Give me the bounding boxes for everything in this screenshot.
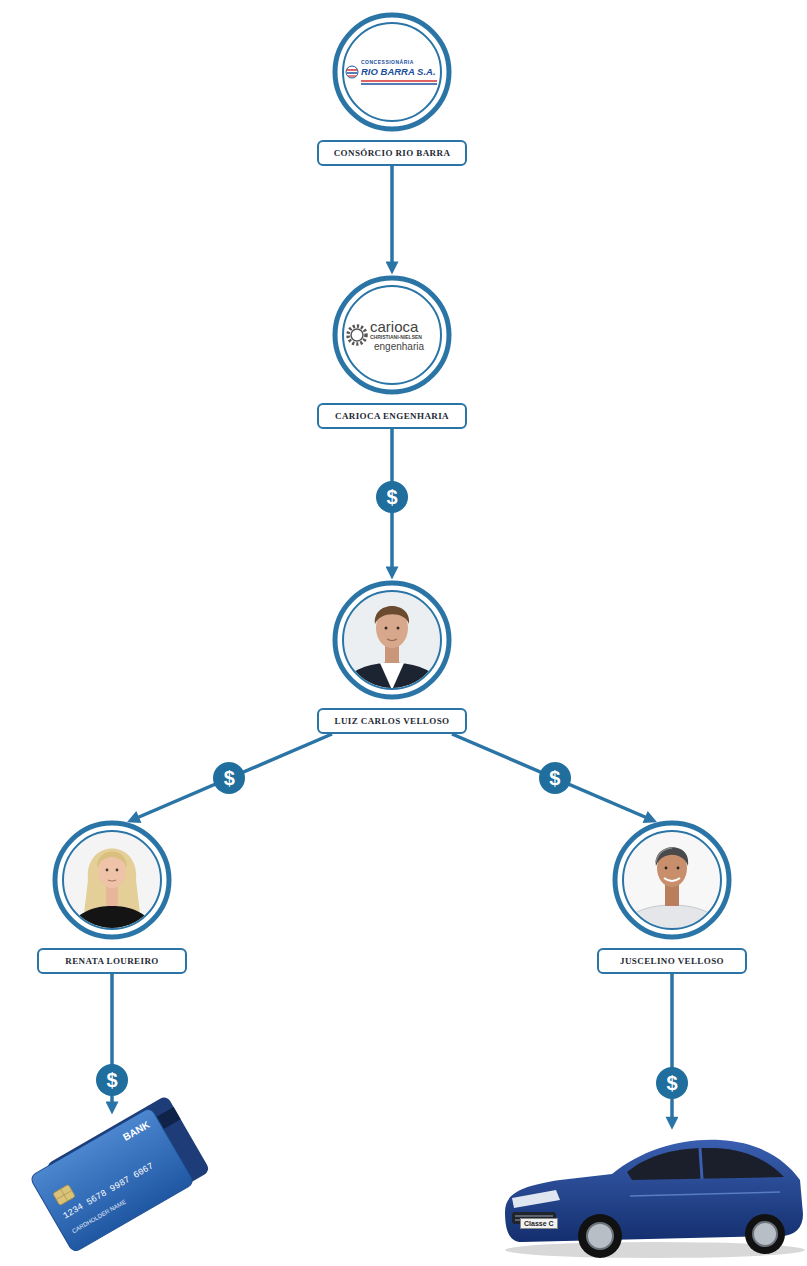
circle-node: LUIZ CARLOS VELLOSO bbox=[317, 580, 467, 734]
logo-text: CONCESSIONÁRIA bbox=[361, 59, 414, 65]
logo-text: BANK bbox=[121, 1119, 152, 1143]
logo-text: Classe C bbox=[520, 1218, 558, 1229]
card-face: BANK1234 5678 9987 6067CARDHOLDER NAME bbox=[29, 1107, 194, 1253]
portrait bbox=[614, 828, 730, 940]
money-label: $ bbox=[376, 481, 408, 513]
money-label: $ bbox=[539, 762, 571, 794]
logo-text: carioca bbox=[370, 318, 418, 335]
name-box: JUSCELINO VELLOSO bbox=[597, 948, 747, 974]
flow-arrow bbox=[134, 734, 332, 819]
name-label: RENATA LOUREIRO bbox=[65, 956, 158, 966]
ring-area bbox=[612, 820, 732, 940]
name-label: LUIZ CARLOS VELLOSO bbox=[335, 716, 450, 726]
flow-arrow bbox=[390, 166, 394, 267]
name-box: CARIOCA ENGENHARIA bbox=[317, 403, 467, 429]
portrait bbox=[60, 828, 164, 940]
inner-rings bbox=[63, 23, 721, 929]
car-illustration bbox=[505, 1140, 805, 1258]
logo-text: engenharia bbox=[374, 341, 424, 352]
money-label: $ bbox=[656, 1067, 688, 1099]
name-label: CONSÓRCIO RIO BARRA bbox=[334, 148, 451, 158]
ring-area bbox=[52, 820, 172, 940]
rio-barra-logo bbox=[346, 66, 437, 84]
logo-text: CHRISTIANI-NIELSEN bbox=[370, 334, 422, 340]
ring-outlines bbox=[55, 15, 729, 937]
car-node: Classe C bbox=[498, 1125, 804, 1260]
circle-node: CONCESSIONÁRIARIO BARRA S.A. CONSÓRCIO RI… bbox=[317, 12, 467, 166]
name-label: JUSCELINO VELLOSO bbox=[620, 956, 724, 966]
name-box: RENATA LOUREIRO bbox=[37, 948, 187, 974]
circle-node: JUSCELINO VELLOSO bbox=[597, 820, 747, 974]
ring-area bbox=[332, 580, 452, 700]
money-label: $ bbox=[213, 762, 245, 794]
circle-node: cariocaCHRISTIANI-NIELSENengenhariaCARIO… bbox=[317, 275, 467, 429]
name-label: CARIOCA ENGENHARIA bbox=[335, 411, 449, 421]
carioca-gear bbox=[348, 326, 366, 344]
name-box: CONSÓRCIO RIO BARRA bbox=[317, 140, 467, 166]
flow-arrow bbox=[670, 974, 674, 1122]
logo-text: RIO BARRA S.A. bbox=[361, 66, 436, 77]
credit-card-front bbox=[29, 1107, 194, 1253]
card-node: BANK1234 5678 9987 6067CARDHOLDER NAME bbox=[12, 1100, 212, 1260]
portrait bbox=[334, 588, 450, 700]
flow-arrow bbox=[452, 734, 650, 819]
circle-node: RENATA LOUREIRO bbox=[37, 820, 187, 974]
name-box: LUIZ CARLOS VELLOSO bbox=[317, 708, 467, 734]
money-label: $ bbox=[96, 1064, 128, 1096]
